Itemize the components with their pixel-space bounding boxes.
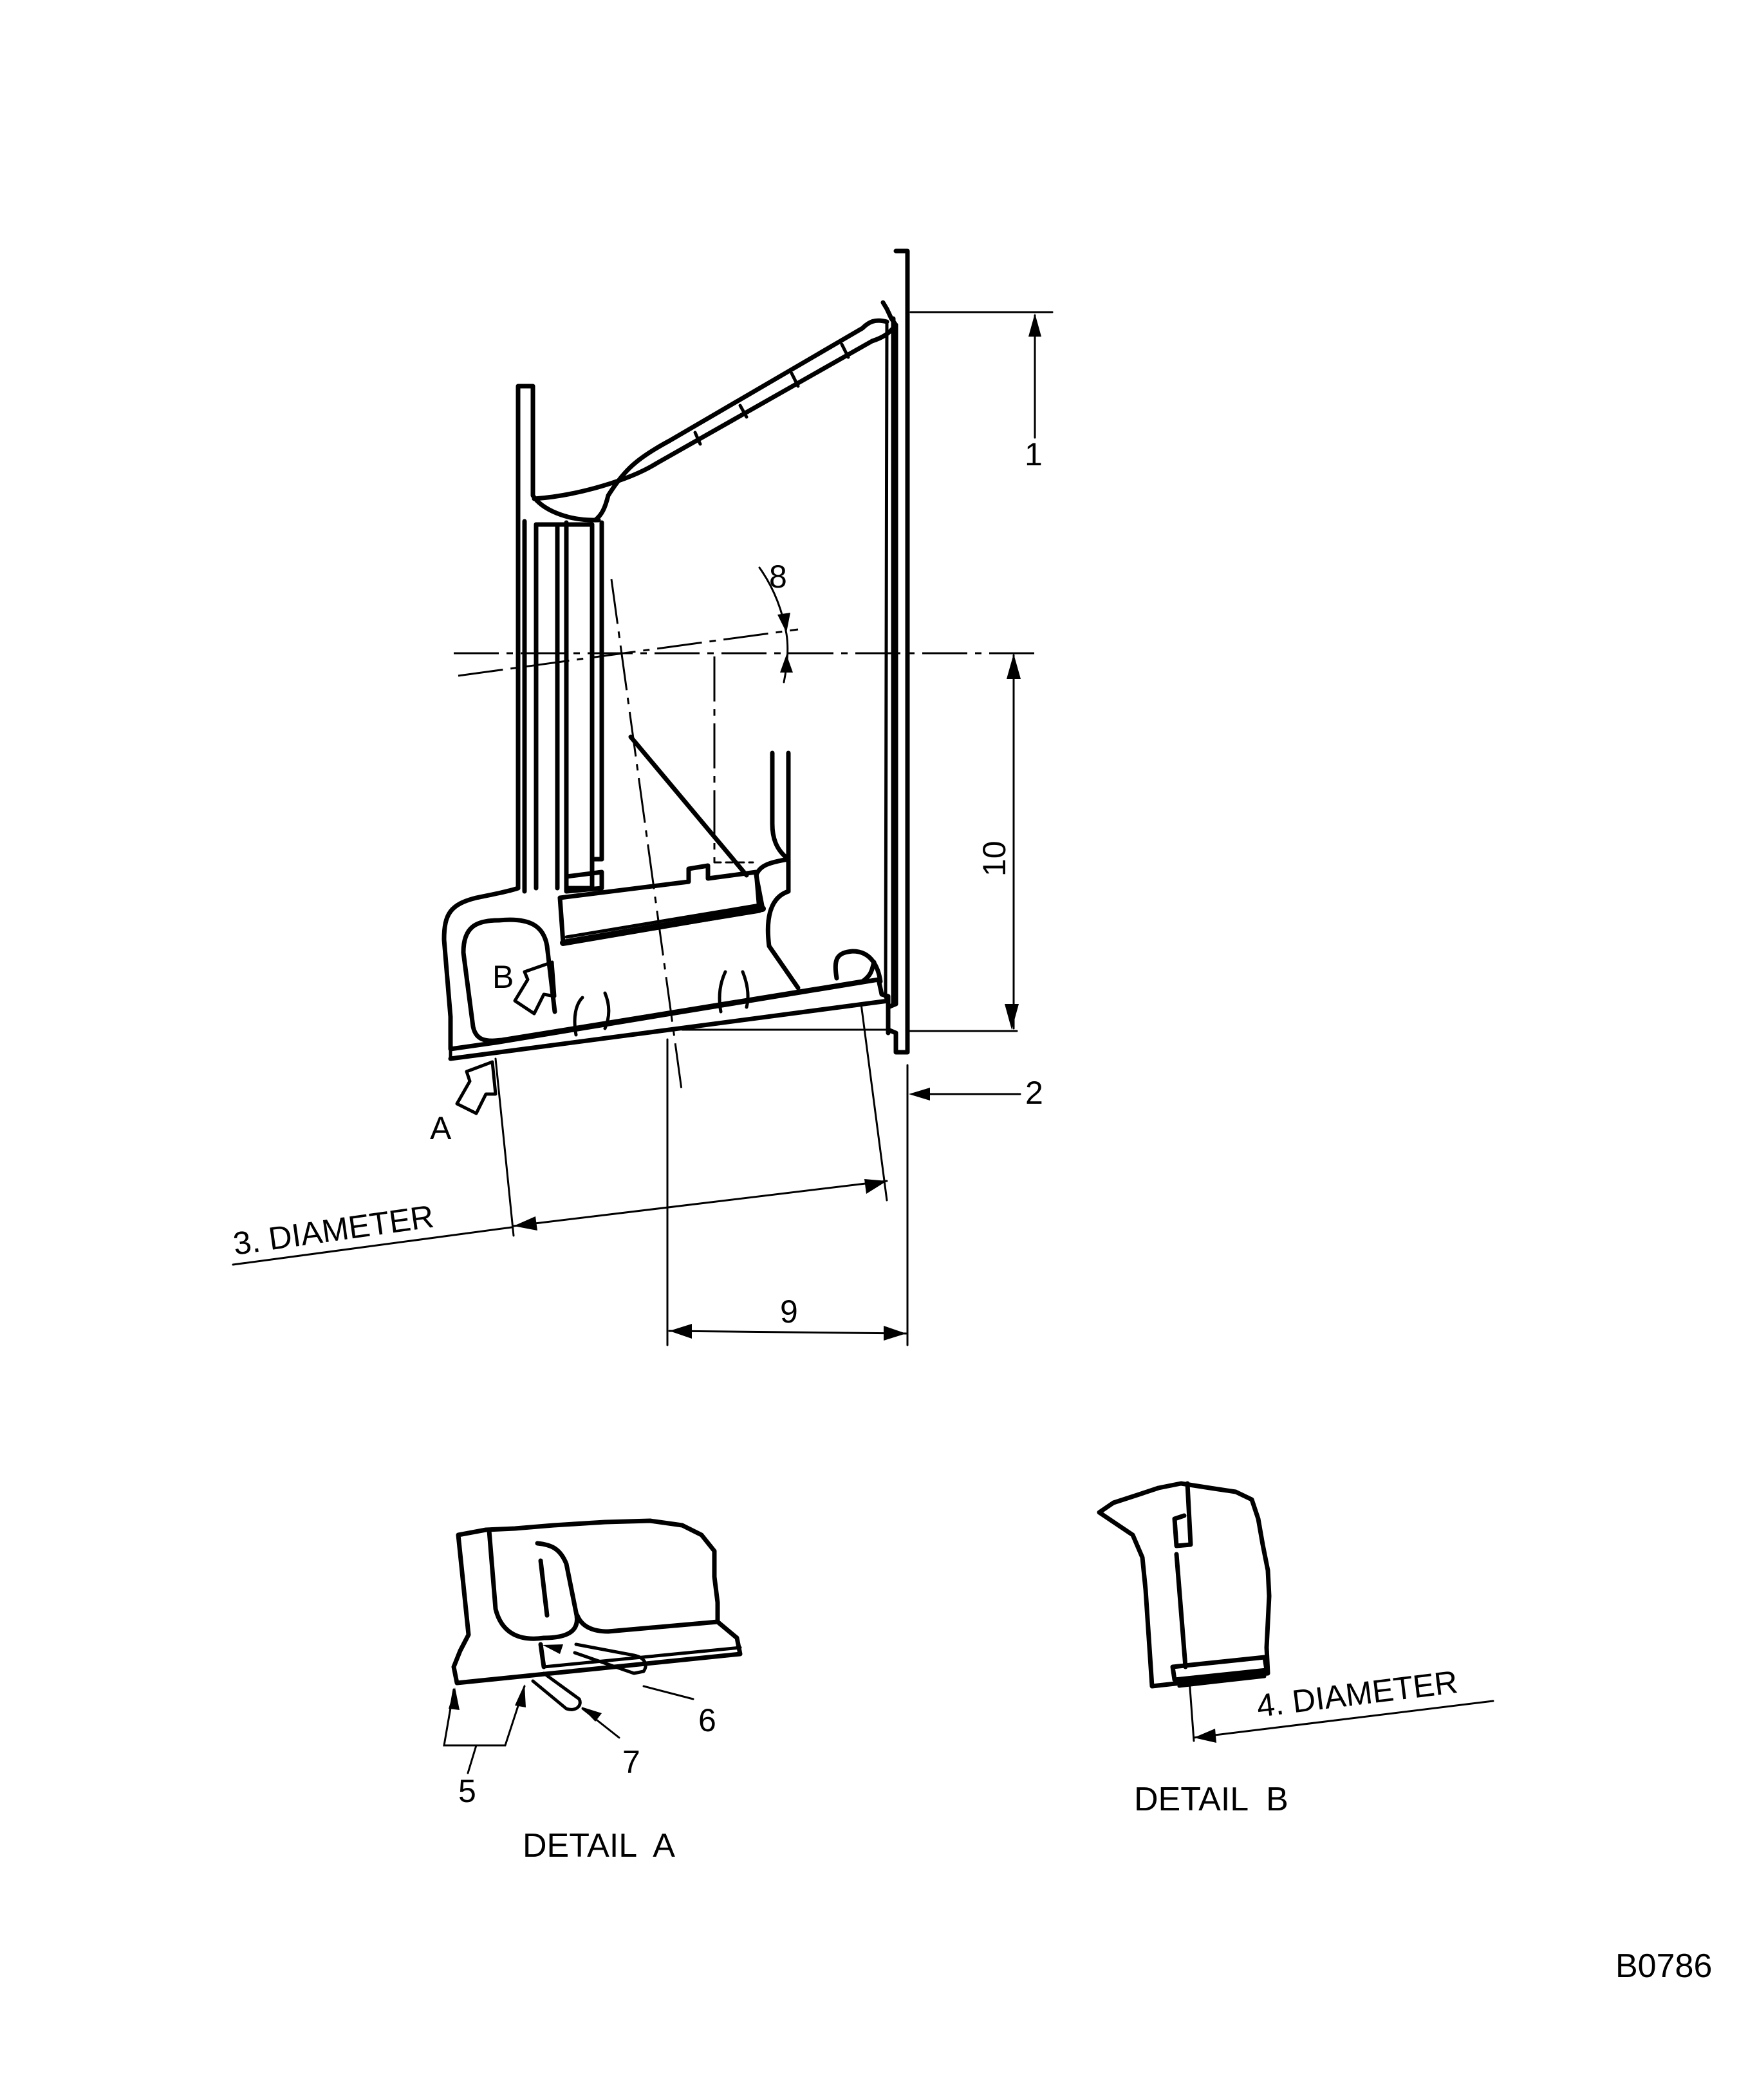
spoke-rib (840, 342, 850, 359)
detail-b-pointer-icon (513, 960, 557, 1016)
tilted-center-axis (610, 579, 683, 1095)
dim1-arrow-icon (1028, 313, 1041, 337)
detail-b-groove (1170, 1655, 1269, 1682)
hub-rib (573, 991, 611, 1037)
detail-a-bead (487, 1528, 580, 1641)
callout-10: 10 (976, 841, 1012, 877)
callout6-probe (573, 1642, 647, 1675)
callout-6: 6 (698, 1702, 716, 1738)
callout-5: 5 (458, 1773, 476, 1809)
detail-b-groove-line (1177, 1675, 1267, 1688)
bead-bump (833, 949, 883, 984)
spoke-rib (693, 431, 702, 446)
dim9-left-arrow-icon (669, 1324, 692, 1339)
detail-b-outline (1097, 1481, 1272, 1689)
dim3-extension-left (494, 1057, 515, 1237)
spoke-rib (790, 371, 800, 388)
dim4-arrow-icon (1194, 1729, 1216, 1743)
hub-inner-wall (496, 917, 557, 1014)
detail-a (443, 1518, 743, 1774)
callout5-arrow-icon (449, 1687, 460, 1710)
callout5-bracket (443, 1685, 526, 1747)
detail-a-pointer-icon (455, 1060, 497, 1115)
callout-2: 2 (1025, 1075, 1043, 1111)
detail-b-notch (1172, 1481, 1193, 1548)
callout-4-diameter: 4. DIAMETER (1255, 1664, 1460, 1724)
detail-b (1097, 1481, 1494, 1743)
dim4-extension (1188, 1678, 1195, 1742)
callout6-arrow-icon (543, 1644, 563, 1654)
callout5-arrow2-icon (515, 1684, 526, 1707)
callout7-arrow-icon (581, 1707, 602, 1722)
dim10-bottom-arrow-icon (1005, 1004, 1019, 1030)
detail-a-flange-line (575, 1613, 720, 1634)
angle8-arrow-top-icon (777, 613, 790, 633)
callout-3-diameter: 3. DIAMETER (231, 1198, 436, 1262)
detail-b-marker: B (492, 959, 514, 995)
spoke-top-edge (532, 322, 898, 501)
detail-a-marker: A (430, 1110, 452, 1146)
callout-1: 1 (1025, 436, 1043, 472)
spoke-rib (738, 404, 748, 419)
spoke-bottom-edge (593, 318, 889, 523)
dim3-leader-underline (232, 1226, 513, 1266)
axle-bore-line (448, 998, 891, 1061)
callout7-probe (531, 1671, 582, 1711)
detail-b-title: DETAIL B (1134, 1781, 1288, 1818)
dim3-line (512, 1180, 888, 1227)
detail-a-title: DETAIL A (523, 1827, 675, 1864)
callout5-leader (467, 1744, 478, 1774)
inner-flange (516, 384, 601, 891)
dim3-extension-right (860, 1003, 888, 1202)
hub-rib (718, 970, 750, 1014)
dim3-right-arrow-icon (864, 1179, 887, 1194)
dim9-right-arrow-icon (884, 1326, 906, 1341)
detail-a-mark (538, 1558, 550, 1618)
callout2-arrow-icon (909, 1088, 930, 1101)
dim3-left-arrow-icon (514, 1216, 537, 1231)
bearing-race-line (564, 903, 761, 939)
callout-8: 8 (769, 559, 787, 595)
callout6-leader (642, 1685, 694, 1700)
detail-b-inner-wall (1174, 1552, 1188, 1669)
callout-7: 7 (622, 1744, 640, 1780)
figure-id: B0786 (1615, 1947, 1712, 1985)
callout-9: 9 (780, 1294, 798, 1330)
wheel-section (442, 248, 910, 1061)
hub-web-right (754, 750, 791, 911)
angle8-arrow-bottom-icon (780, 655, 793, 673)
dim10-top-arrow-icon (1007, 654, 1021, 679)
outer-rim-liner (884, 320, 889, 999)
internal-diagonal (628, 734, 749, 878)
detail-a-step (538, 1642, 546, 1669)
dim9-line (668, 1330, 907, 1335)
hub-web-curve (765, 889, 801, 990)
dimension-lines (232, 311, 1054, 1346)
tilted-reference-line (458, 628, 799, 677)
dim4-leader-underline (1193, 1700, 1494, 1739)
bearing-race (560, 906, 766, 946)
detail-a-outline (451, 1518, 743, 1686)
hub-inner-cavity (461, 918, 877, 1043)
